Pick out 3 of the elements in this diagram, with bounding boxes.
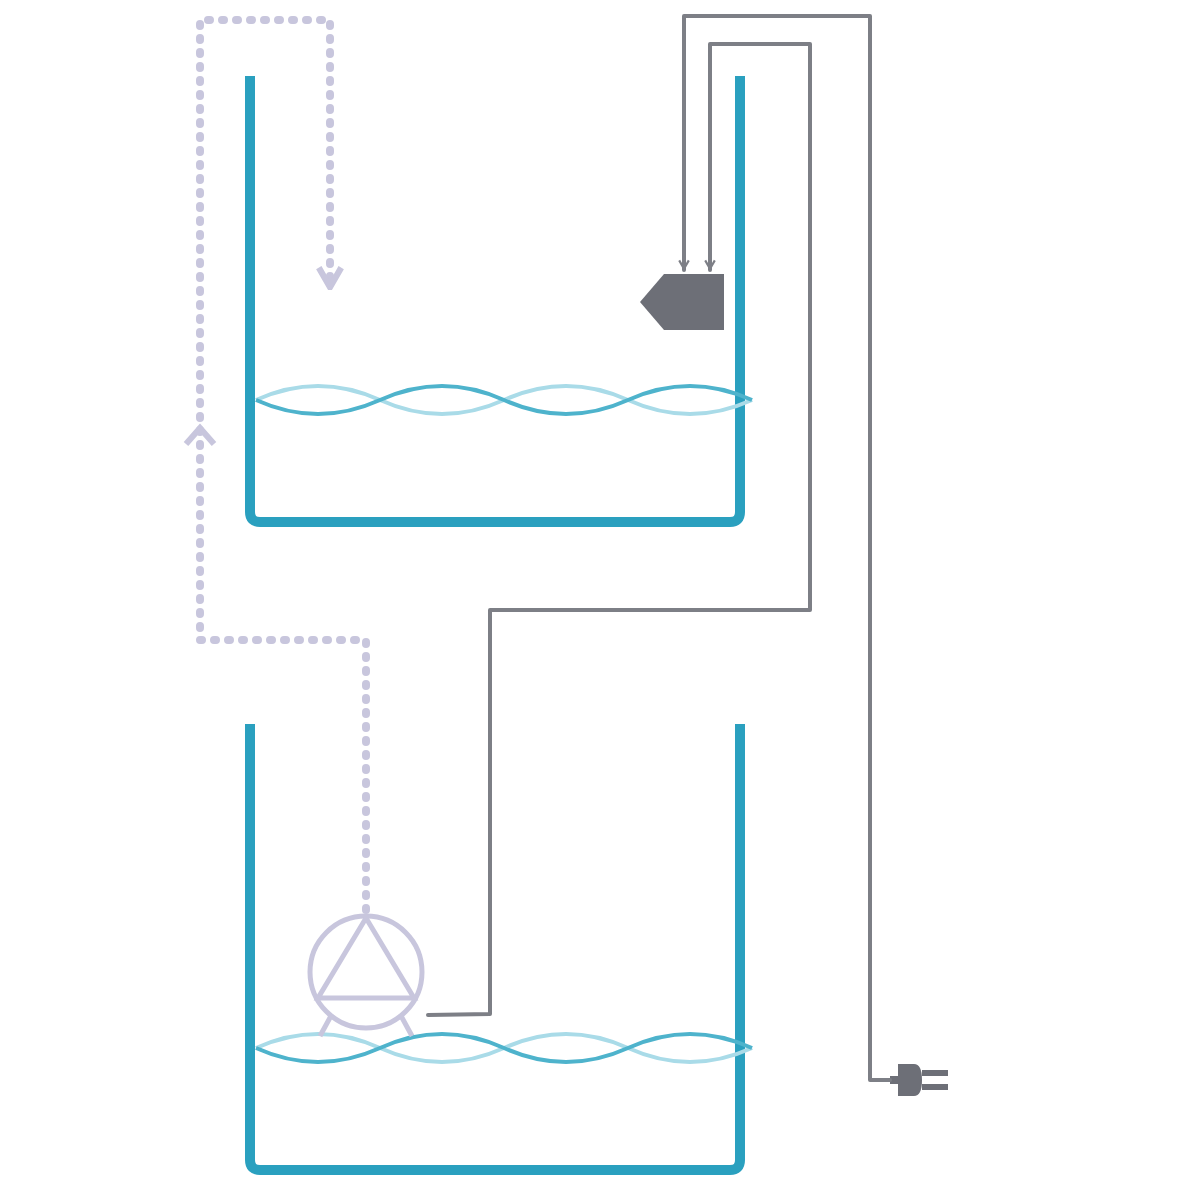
cable-arrow xyxy=(678,14,892,1082)
water-flow-arrow xyxy=(183,16,370,914)
cable-arrow xyxy=(426,42,812,1017)
